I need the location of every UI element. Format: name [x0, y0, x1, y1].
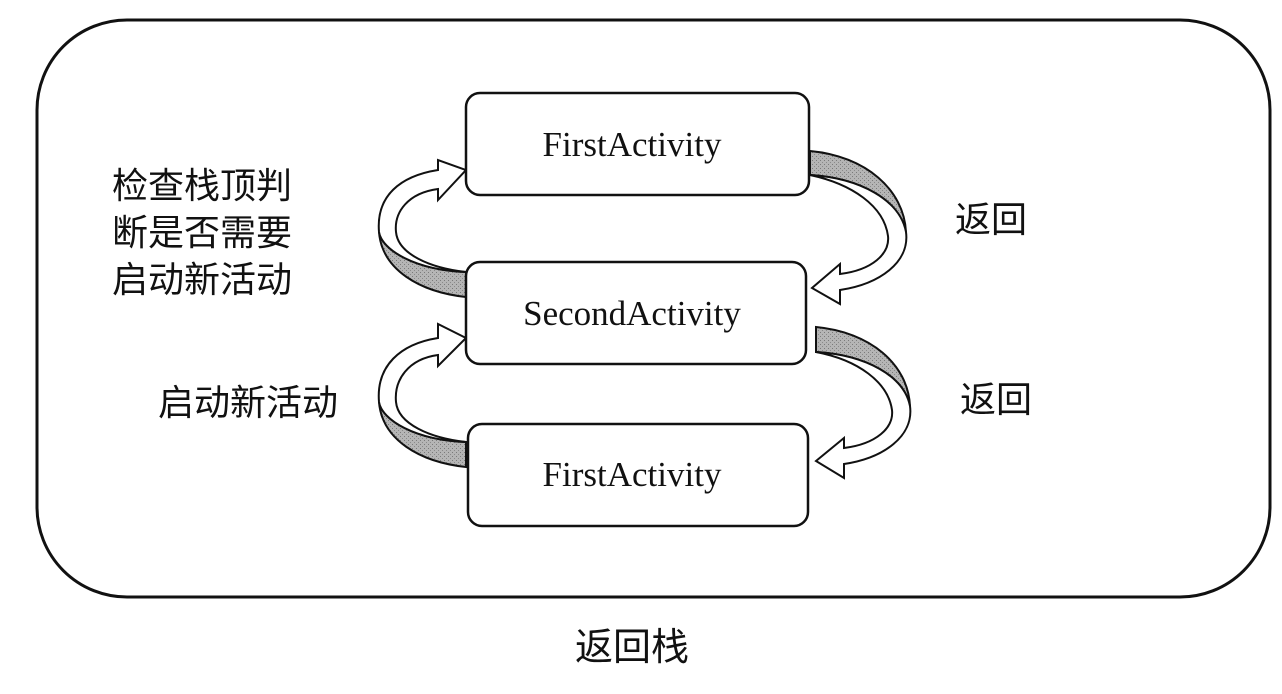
left-annotation-top-line-2: 断是否需要	[112, 213, 292, 254]
left-arrow-upper-body	[377, 158, 468, 273]
right-arrow-lower-body	[814, 351, 912, 480]
right-annotation-top: 返回	[955, 200, 1027, 241]
activity-box-top: FirstActivity	[464, 91, 811, 197]
right-annotation-bottom: 返回	[960, 380, 1032, 421]
diagram-caption: 返回栈	[575, 625, 689, 669]
left-arrow-lower-body	[377, 322, 468, 443]
left-annotation-top: 检查栈顶判 断是否需要 启动新活动	[112, 166, 292, 301]
right-arrow-upper-body	[809, 174, 908, 306]
activity-label-top: FirstActivity	[543, 125, 722, 164]
left-annotation-top-line-1: 检查栈顶判	[112, 166, 292, 207]
left-annotation-bottom: 启动新活动	[158, 383, 338, 424]
activity-box-bottom: FirstActivity	[466, 422, 810, 528]
activity-box-middle-frame	[464, 260, 808, 366]
left-annotation-top-line-3: 启动新活动	[112, 260, 292, 301]
right-arrow-lower	[814, 325, 912, 480]
activity-label-bottom: FirstActivity	[543, 455, 722, 494]
left-arrow-upper	[377, 158, 468, 299]
activity-label-middle: SecondActivity	[523, 294, 741, 333]
activity-box-top-frame	[464, 91, 811, 197]
activity-box-middle: SecondActivity	[464, 260, 808, 366]
activity-box-bottom-frame	[466, 422, 810, 528]
right-arrow-upper	[809, 149, 908, 306]
left-arrow-lower	[377, 322, 468, 469]
